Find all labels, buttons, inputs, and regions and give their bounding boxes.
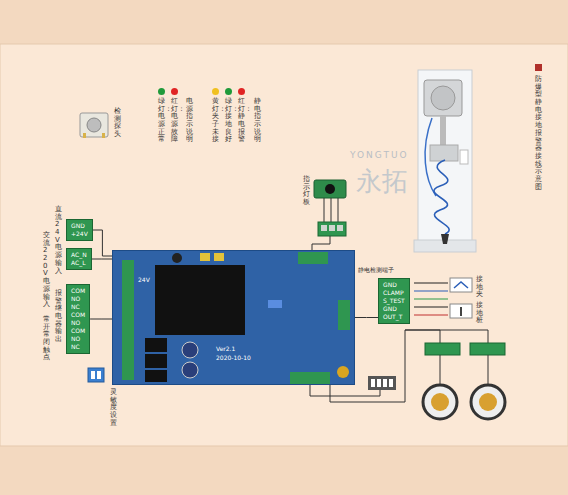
pin-label: S_TEST [383, 297, 405, 305]
legend-text: 绿灯：接地良好 [225, 98, 232, 144]
board-graphics [112, 250, 355, 385]
terminal-label: 静电检测端子 [358, 266, 394, 275]
title-mark [535, 64, 542, 71]
legend-item: 红灯：电源故障 [171, 88, 179, 144]
legend-swatch [225, 88, 232, 95]
dip-switch [88, 368, 104, 382]
section-heading: 电源指示说明 [186, 98, 193, 144]
pin-label: OUT_T [383, 313, 405, 321]
part-label: 接地桩 [476, 302, 483, 325]
pin-label: COM [71, 311, 85, 319]
legend-swatch [171, 88, 178, 95]
legend-item: 绿灯：接地良好 [225, 88, 233, 144]
wire [310, 384, 380, 396]
pin-label: COM [71, 287, 85, 295]
output-label: 常开常闭触点 [43, 316, 50, 362]
sensor-terminal [423, 343, 505, 419]
pin-label: NC [71, 303, 85, 311]
watermark: 永拓 [356, 164, 408, 199]
wire [92, 259, 112, 260]
pin-label: AC_L [71, 259, 87, 267]
pin-label: +24V [71, 230, 88, 238]
pin-label: CLAMP [383, 289, 405, 297]
output-label: 报警继电器输出 [55, 290, 62, 344]
legend-item: 红灯：静电报警 [238, 88, 246, 144]
watermark: YONGTUO [350, 150, 409, 160]
terminal-block: GNDCLAMPS_TESTGNDOUT_T [378, 278, 410, 324]
paper [0, 44, 568, 446]
legend-text: 绿灯：电源正常 [158, 98, 165, 144]
part-label: 接地夹 [476, 276, 483, 299]
pin-label: GND [383, 305, 405, 313]
terminal-block: GND+24V [66, 219, 93, 241]
legend-swatch [238, 88, 245, 95]
wire [355, 317, 378, 318]
part-label: 指示灯板 [303, 176, 310, 207]
switch-label: 灵敏度设置 [110, 389, 117, 427]
legend-item: 绿灯：电源正常 [158, 88, 166, 144]
legend-swatch [212, 88, 219, 95]
pin-label: GND [383, 281, 405, 289]
input-label: 交流220V电源输入 [43, 232, 50, 309]
legend-swatch [158, 88, 165, 95]
pin-label: GND [71, 222, 88, 230]
input-label: 直流24V电源输入 [55, 206, 62, 275]
wire [90, 319, 112, 320]
indicator-module [312, 180, 346, 252]
legend-text: 红灯：电源故障 [171, 98, 178, 144]
dip-switch [368, 376, 396, 390]
wire [330, 330, 440, 402]
legend-item: 黄灯：夹子未接 [212, 88, 220, 144]
legend-text: 红灯：静电报警 [238, 98, 245, 144]
pin-label: NC [71, 343, 85, 351]
board-silkscreen: Ver2.1 [216, 346, 235, 352]
part-label: 检测探头 [114, 108, 121, 139]
pin-label: NO [71, 319, 85, 327]
board-silkscreen: 2020-10-10 [216, 355, 251, 361]
terminal-block: COMNONCCOMNOCOMNONC [66, 284, 90, 354]
terminal-block: AC_NAC_L [66, 248, 92, 270]
sensor-module [80, 113, 108, 138]
title: 防爆型静电接地报警器接线示意图 [535, 76, 542, 191]
clamp-wiring [414, 278, 472, 318]
pin-label: COM [71, 327, 85, 335]
section-heading: 静电指示说明 [254, 98, 261, 144]
pin-label: AC_N [71, 251, 87, 259]
board-silkscreen: 24V [138, 277, 150, 283]
legend-text: 黄灯：夹子未接 [212, 98, 219, 144]
wire [405, 330, 488, 343]
pin-label: NO [71, 295, 85, 303]
wire [93, 230, 112, 256]
pin-label: NO [71, 335, 85, 343]
grounding-device [414, 70, 476, 252]
control-board: 24V Ver2.1 2020-10-10 [112, 250, 355, 385]
